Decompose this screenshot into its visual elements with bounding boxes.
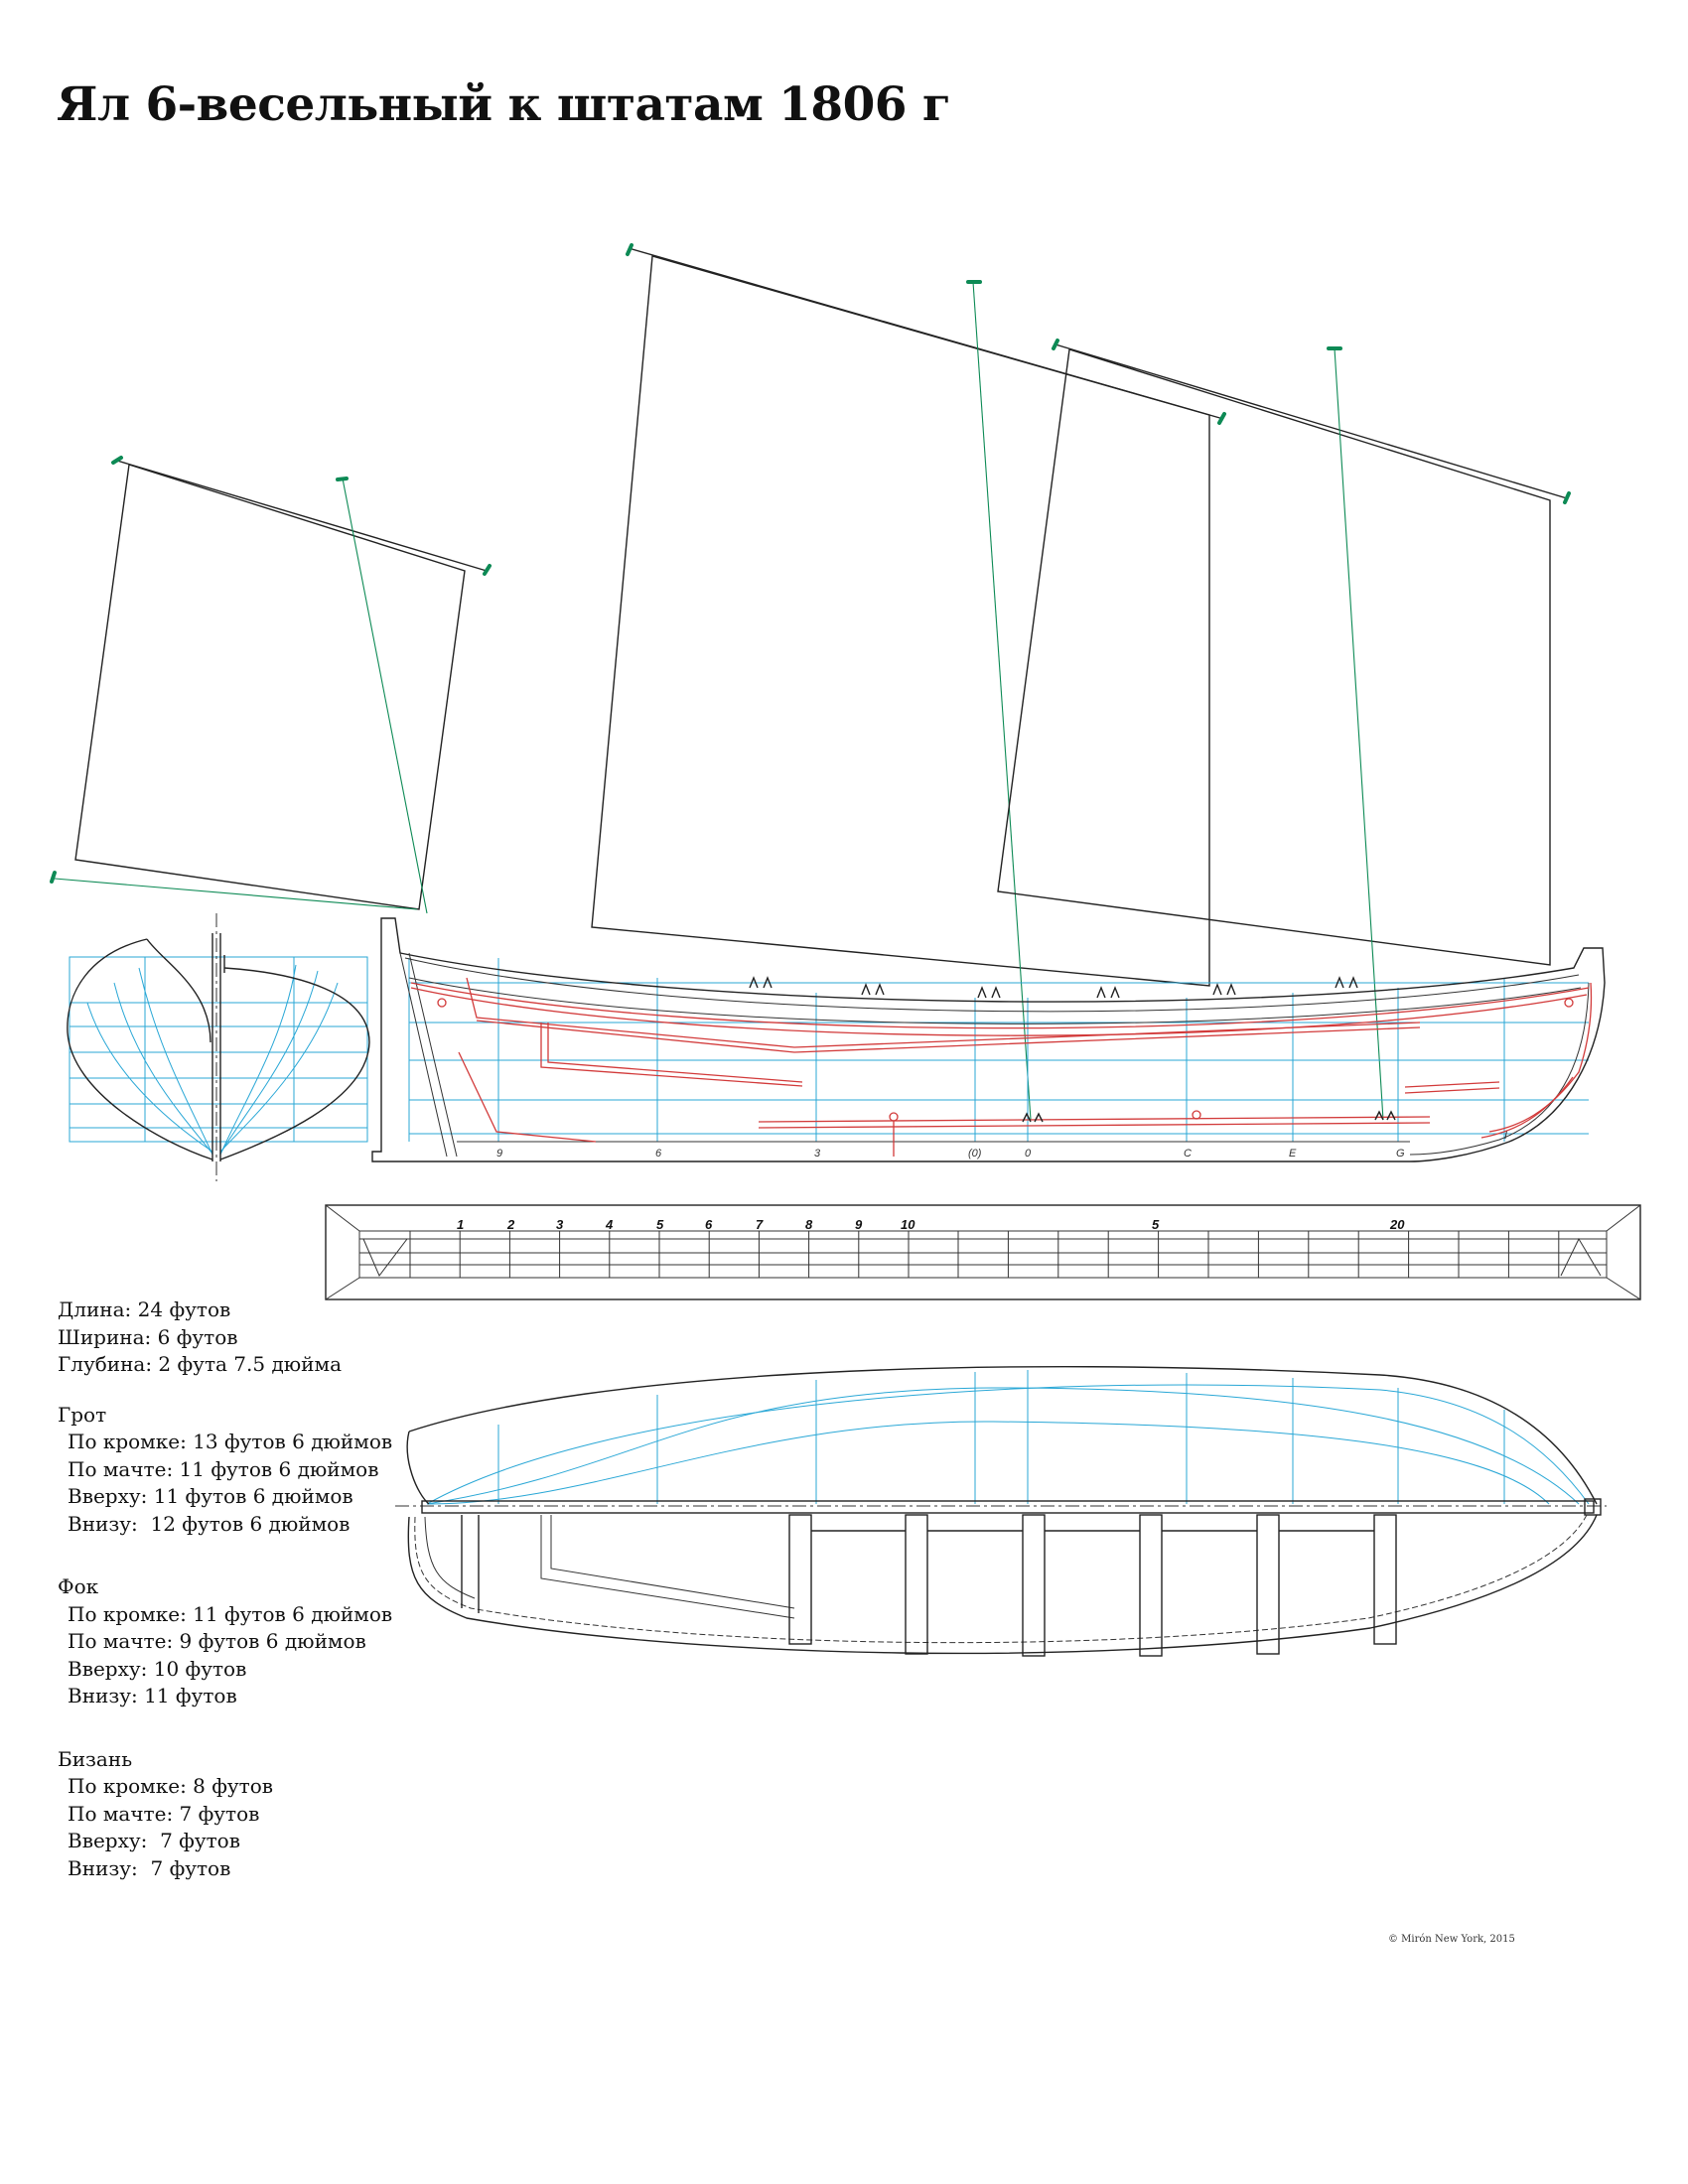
spec-width: Ширина: 6 футов — [58, 1324, 238, 1349]
sail-spec: Внизу: 12 футов 6 дюймов — [68, 1511, 351, 1536]
mizzen-sail — [74, 464, 466, 910]
mizzen-boom-line — [54, 878, 418, 910]
main-yard-line — [972, 281, 1032, 1121]
scale-label: 1 — [457, 1217, 464, 1232]
station-label: C — [1184, 1148, 1192, 1160]
scale-label: 3 — [556, 1217, 564, 1232]
spec-length: Длина: 24 футов — [58, 1297, 231, 1321]
sail-spec: Внизу: 7 футов — [68, 1855, 231, 1880]
sail-spec: По кромке: 11 футов 6 дюймов — [68, 1601, 393, 1626]
station-label: (0) — [968, 1148, 982, 1160]
spec-depth: Глубина: 2 фута 7.5 дюйма — [58, 1352, 342, 1376]
sail-spec: Внизу: 11 футов — [68, 1684, 237, 1707]
scale-label: 8 — [805, 1217, 813, 1232]
fore-yard-line — [1334, 347, 1384, 1121]
sail-spec: Вверху: 10 футов — [68, 1656, 247, 1681]
scale-label: 4 — [605, 1217, 614, 1232]
scale-label: 5 — [1152, 1217, 1160, 1232]
profile-plan: 9 6 3 (0) 0 C E G I — [371, 917, 1606, 1162]
sail-heading-fok: Фок — [58, 1574, 99, 1598]
sail-spec: По мачте: 7 футов — [68, 1801, 260, 1826]
fore-sail — [997, 348, 1551, 966]
sail-spec: По кромке: 13 футов 6 дюймов — [68, 1430, 393, 1453]
sail-spec: Вверху: 7 футов — [68, 1829, 240, 1852]
sail-heading-grot: Грот — [58, 1402, 107, 1427]
copyright-note: © Mirón New York, 2015 — [1388, 1934, 1515, 1945]
station-label: G — [1396, 1148, 1405, 1160]
scale-bar: 1 2 3 4 5 6 7 8 9 10 5 20 — [325, 1204, 1641, 1300]
station-label: E — [1289, 1148, 1297, 1160]
scale-label: 7 — [756, 1217, 764, 1232]
sail-plan — [50, 243, 1571, 1121]
sail-spec: По мачте: 11 футов 6 дюймов — [68, 1456, 379, 1481]
station-label: 3 — [814, 1148, 821, 1160]
sail-spec: По кромке: 8 футов — [68, 1774, 274, 1798]
plan-view — [395, 1365, 1607, 1657]
station-label: 9 — [496, 1148, 502, 1160]
sail-heading-bizan: Бизань — [58, 1746, 133, 1771]
scale-label: 5 — [656, 1217, 664, 1232]
sail-spec: По мачте: 9 футов 6 дюймов — [68, 1629, 366, 1653]
mizzen-yard-line — [342, 478, 428, 914]
internal-structure — [410, 977, 1593, 1157]
scale-label: 9 — [855, 1217, 863, 1232]
scale-label: 10 — [901, 1217, 915, 1232]
page-title: Ял 6-весельный к штатам 1806 г — [57, 77, 951, 132]
station-label: I — [1504, 1130, 1507, 1142]
scale-label: 6 — [705, 1217, 713, 1232]
station-label: 6 — [655, 1148, 662, 1160]
station-label: 0 — [1025, 1148, 1032, 1160]
body-plan — [67, 913, 370, 1181]
scale-label: 20 — [1389, 1217, 1405, 1232]
main-sail — [591, 255, 1210, 987]
sail-spec: Вверху: 11 футов 6 дюймов — [68, 1484, 353, 1508]
specifications: Длина: 24 футов Ширина: 6 футов Глубина:… — [58, 1297, 392, 1882]
scale-label: 2 — [506, 1217, 515, 1232]
